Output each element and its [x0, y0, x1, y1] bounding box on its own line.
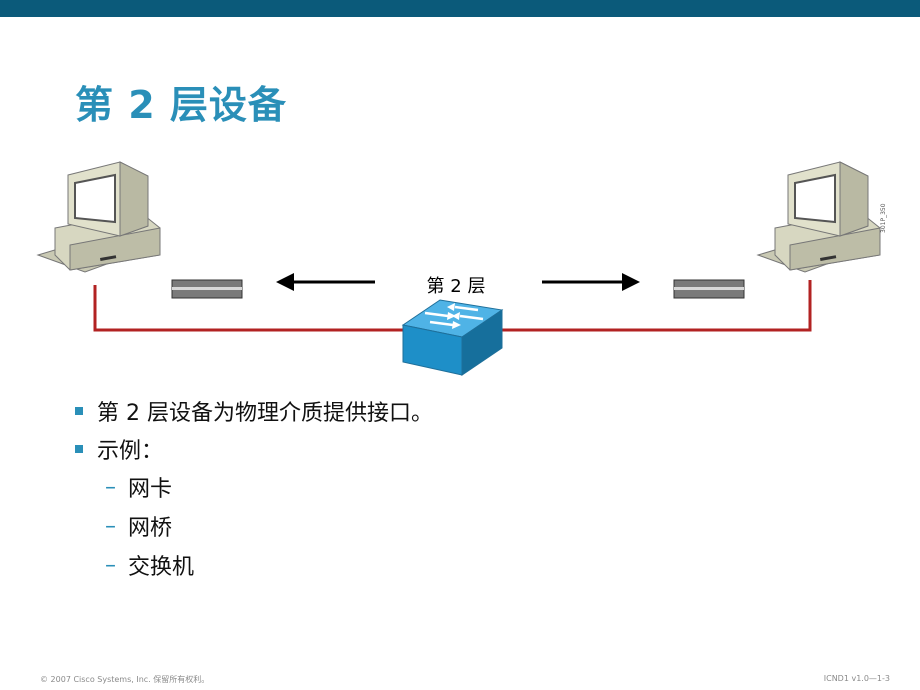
slide-number-footer: ICND1 v1.0—1-3: [823, 674, 890, 683]
network-diagram: [36, 161, 881, 376]
slide-title: 第 2 层设备: [75, 83, 287, 127]
sub-bullet-text: 网桥: [128, 516, 173, 541]
frame-icon-left: [171, 279, 243, 299]
bullet-square-icon: [75, 445, 83, 453]
sub-bullet-item: – 网卡: [105, 472, 433, 503]
bullet-list: 第 2 层设备为物理介质提供接口。 示例： – 网卡 – 网桥 – 交换机: [75, 396, 433, 589]
bullet-text: 示例：: [97, 439, 164, 464]
bullet-text: 第 2 层设备为物理介质提供接口。: [97, 401, 433, 426]
bullet-item: 第 2 层设备为物理介质提供接口。: [75, 396, 433, 426]
computer-icon-left: [36, 161, 161, 273]
computer-icon-right: [756, 161, 881, 273]
arrow-right-icon: [542, 273, 640, 291]
bullet-square-icon: [75, 407, 83, 415]
sub-bullet-item: – 网桥: [105, 511, 433, 542]
sub-bullet-text: 交换机: [128, 555, 195, 580]
figure-id-label: 301P_350: [880, 203, 887, 233]
sub-bullet-text: 网卡: [128, 477, 173, 502]
layer-2-label: 第 2 层: [426, 276, 486, 297]
bullet-item: 示例：: [75, 434, 433, 464]
cable-right: [500, 280, 812, 332]
switch-icon: [401, 299, 504, 376]
top-bar: [0, 0, 920, 17]
frame-icon-right: [673, 279, 745, 299]
copyright-footer: © 2007 Cisco Systems, Inc. 保留所有权利。: [40, 675, 210, 684]
dash-icon: –: [105, 552, 116, 578]
arrow-left-icon: [276, 273, 375, 291]
cable-left: [93, 285, 405, 332]
dash-icon: –: [105, 474, 116, 500]
sub-bullet-item: – 交换机: [105, 550, 433, 581]
dash-icon: –: [105, 513, 116, 539]
